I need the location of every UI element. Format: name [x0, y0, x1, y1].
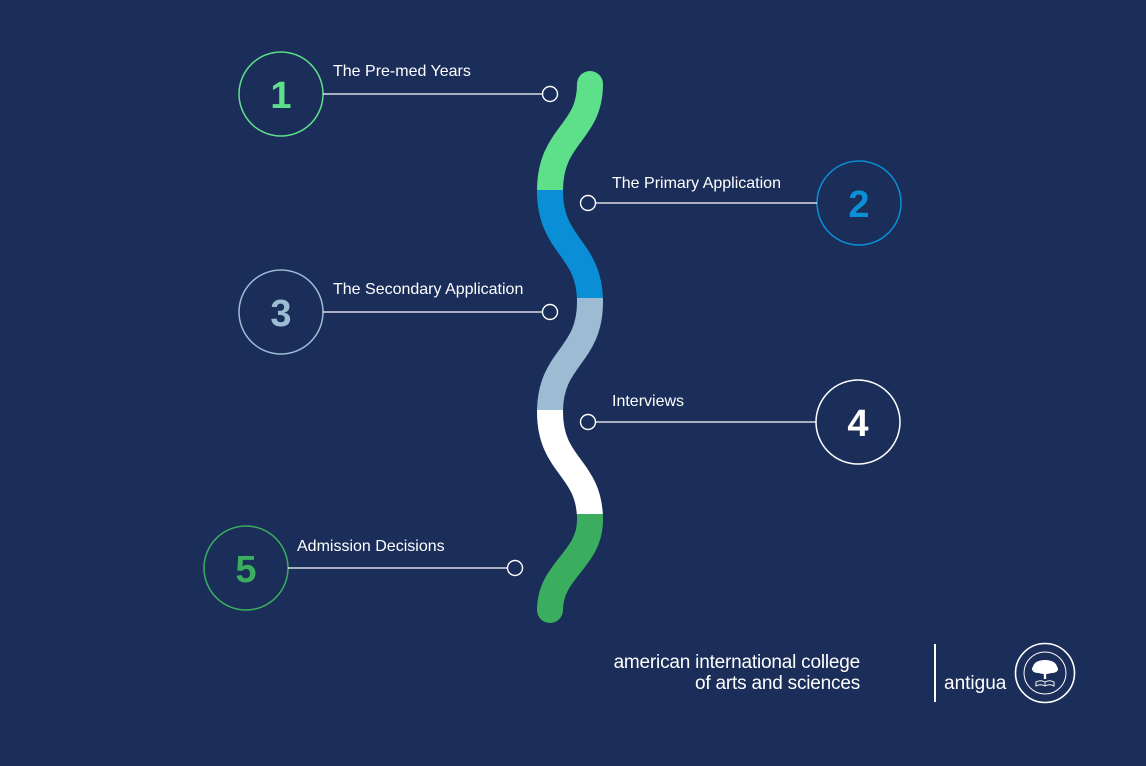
college-seal-icon — [1014, 642, 1076, 704]
step-1-label: The Pre-med Years — [333, 63, 471, 80]
step-5-node — [506, 559, 524, 577]
step-1-node — [541, 85, 559, 103]
wave-segment-3 — [537, 298, 604, 410]
brand-logo: american international college of arts a… — [614, 642, 1080, 704]
step-5-number: 5 — [235, 549, 256, 591]
brand-divider — [934, 644, 936, 702]
step-2-number: 2 — [848, 184, 869, 226]
step-4-number: 4 — [847, 403, 868, 445]
college-name: american international college of arts a… — [613, 652, 861, 694]
step-2-node — [579, 194, 597, 212]
step-5: 5 Admission Decisions — [203, 525, 524, 611]
step-3-node — [541, 303, 559, 321]
step-4-label: Interviews — [612, 393, 684, 410]
step-4: 4 Interviews — [579, 379, 901, 465]
college-name-line-1: american international college — [613, 652, 861, 673]
wave-segment-1 — [537, 71, 603, 190]
college-location: antigua — [944, 673, 1007, 694]
college-name-line-2: of arts and sciences — [695, 673, 860, 694]
wave-path — [536, 71, 604, 623]
step-4-node — [579, 413, 597, 431]
step-5-label: Admission Decisions — [297, 538, 445, 555]
wave-segment-5 — [537, 514, 604, 623]
step-3-number: 3 — [270, 293, 291, 335]
step-1-number: 1 — [270, 75, 291, 117]
step-3: 3 The Secondary Application — [238, 269, 559, 355]
step-2: 2 The Primary Application — [579, 160, 902, 246]
step-1: 1 The Pre-med Years — [238, 51, 559, 137]
step-2-label: The Primary Application — [612, 175, 781, 192]
step-3-label: The Secondary Application — [333, 281, 523, 298]
